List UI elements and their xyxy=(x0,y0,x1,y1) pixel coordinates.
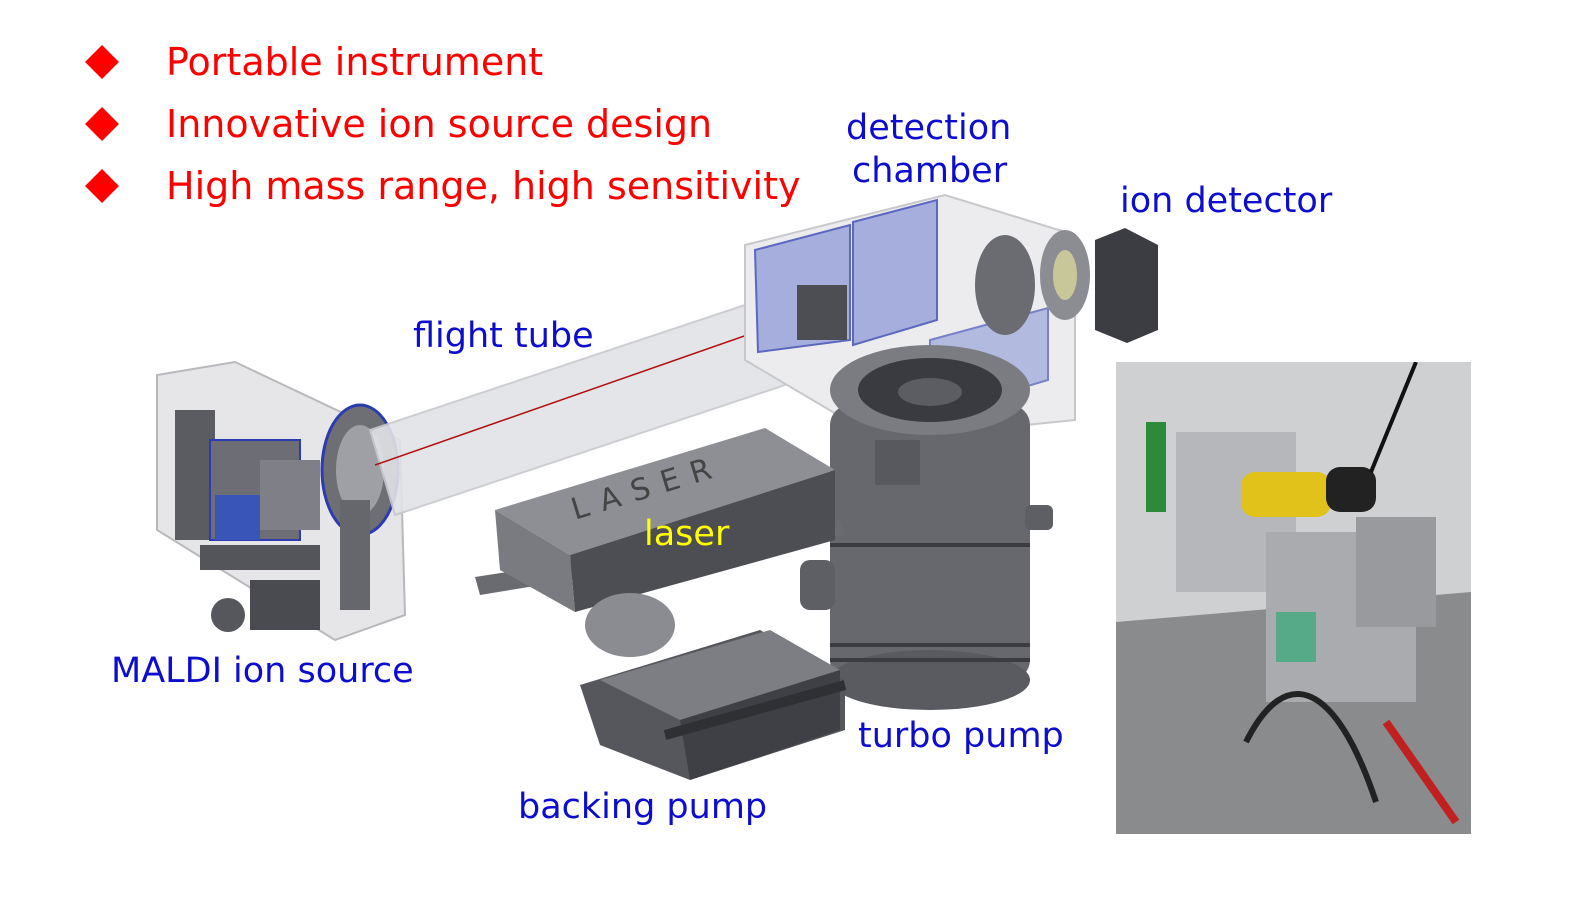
ion-detector-model xyxy=(975,228,1158,343)
instrument-photo xyxy=(1116,362,1471,834)
diamond-bullet-icon xyxy=(85,107,119,141)
bullet-item: Portable instrument xyxy=(84,37,543,87)
bullet-text: Portable instrument xyxy=(166,40,544,84)
label-maldi-ion-source: MALDI ion source xyxy=(111,651,414,691)
turbo-pump-model xyxy=(800,345,1053,710)
label-flight-tube: flight tube xyxy=(413,316,594,356)
diamond-bullet-icon xyxy=(85,45,119,79)
bullet-text: High mass range, high sensitivity xyxy=(166,164,801,208)
label-ion-detector: ion detector xyxy=(1120,181,1333,221)
bullet-text: Innovative ion source design xyxy=(166,102,713,146)
label-laser: laser xyxy=(644,514,730,554)
bullet-item: High mass range, high sensitivity xyxy=(84,161,800,211)
diamond-bullet-icon xyxy=(85,169,119,203)
backing-pump-model xyxy=(580,593,847,780)
label-turbo-pump: turbo pump xyxy=(858,716,1064,756)
label-chamber: chamber xyxy=(852,151,1008,191)
label-backing-pump: backing pump xyxy=(518,787,768,827)
bullet-item: Innovative ion source design xyxy=(84,99,712,149)
maldi-ion-source-model xyxy=(156,360,407,642)
laser-model: LASER xyxy=(475,428,845,612)
label-detection: detection xyxy=(846,108,1012,148)
